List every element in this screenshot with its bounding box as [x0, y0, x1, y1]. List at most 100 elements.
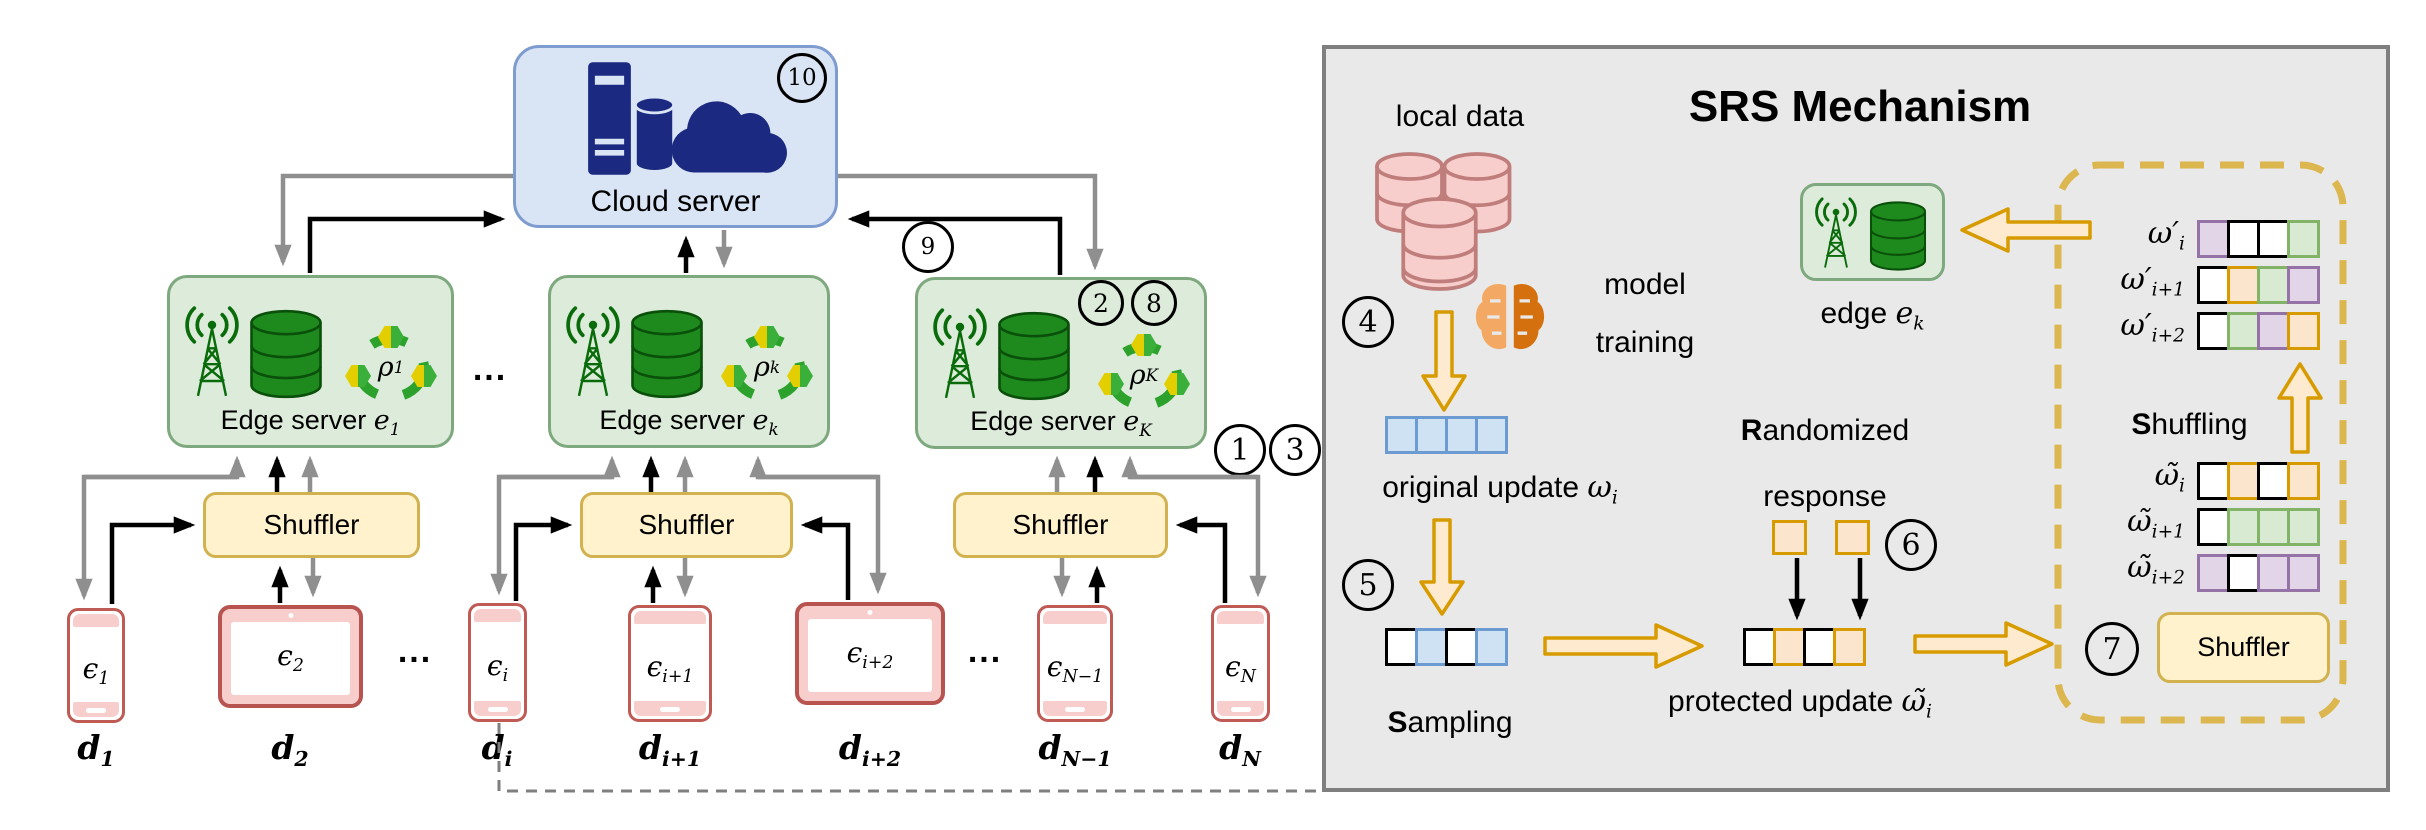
omega-tilde-i2-label: ω̃i+2 — [2127, 550, 2185, 589]
device-label: ϵN — [1225, 650, 1256, 688]
step-badge-9: 9 — [902, 221, 954, 273]
phone-home-bar — [660, 707, 680, 712]
vector-cell — [2197, 266, 2230, 304]
vector-cell — [2287, 554, 2320, 592]
arrow-epsi2-to-shuffler2 — [800, 516, 851, 600]
edge-ek-box — [1800, 183, 1945, 281]
vector-cell — [2257, 220, 2290, 258]
local-data-label: local data — [1395, 100, 1525, 133]
vector-cell — [1773, 628, 1806, 666]
tablet-screen — [808, 619, 932, 692]
vector-cell — [1743, 628, 1776, 666]
omega-tilde-i1-vector — [2197, 508, 2320, 546]
protected-update-vector — [1743, 628, 1866, 666]
vector-cell — [2287, 266, 2320, 304]
cloud-server-label: Cloud server — [590, 185, 761, 218]
database-icon — [1869, 201, 1927, 271]
vector-cell — [2257, 312, 2290, 350]
edge-server-label: Edge server e1 — [220, 405, 401, 439]
phone-home-bar — [487, 707, 508, 712]
vector-cell — [1475, 628, 1508, 666]
database-icon — [631, 309, 703, 399]
vector-cell — [2287, 220, 2320, 258]
device-epsi: ϵi — [468, 603, 527, 722]
device-label: ϵ2 — [277, 639, 304, 677]
phone-top-strip — [73, 614, 119, 627]
randomized-label-line2: response — [1763, 480, 1887, 513]
step-badge-4: 4 — [1342, 296, 1394, 348]
vector-cell — [1445, 628, 1478, 666]
srs-title: SRS Mechanism — [1688, 82, 2032, 131]
phone-top-strip — [1043, 611, 1107, 624]
sampling-label: Sampling — [1387, 706, 1513, 739]
vector-cell — [1803, 628, 1836, 666]
omega-prime-i-label: ω′i — [2147, 216, 2185, 255]
shuffler-box-1: Shuffler — [203, 492, 420, 558]
step-badge-1: 1 — [1214, 424, 1266, 476]
device-eps2: ϵ2 — [218, 605, 363, 708]
database-icon — [250, 309, 322, 399]
step-badge-7: 7 — [2085, 622, 2139, 676]
dataset-label-1: d1 — [77, 728, 115, 772]
omega-prime-i1-label: ω′i+1 — [2120, 262, 2185, 301]
vector-cell — [2227, 554, 2260, 592]
step-badge-8: 8 — [1131, 280, 1177, 326]
phone-home-bar — [1230, 707, 1251, 712]
vector-cell — [2227, 266, 2260, 304]
edge-ek-label: edge ek — [1820, 296, 1925, 335]
omega-prime-i-vector — [2197, 220, 2320, 258]
vector-cell — [2227, 220, 2260, 258]
device-label: ϵN−1 — [1046, 650, 1104, 688]
arrow-up-into-edgek — [499, 455, 621, 480]
vector-cell — [1445, 416, 1478, 454]
vector-cell — [1475, 416, 1508, 454]
sampled-vector — [1385, 628, 1508, 666]
device-epsN1: ϵN−1 — [1037, 605, 1113, 722]
phone-top-strip — [634, 611, 706, 624]
randomized-label-line1: Randomized — [1740, 414, 1910, 447]
step-badge-2: 2 — [1078, 280, 1124, 326]
step-badge-5: 5 — [1342, 559, 1394, 611]
vector-cell — [1415, 416, 1448, 454]
model-training-label-line1: model — [1604, 268, 1686, 301]
device-epsi1: ϵi+1 — [628, 605, 712, 722]
original-update-label: original update ωi — [1382, 470, 1618, 509]
arrow-up-into-edgek-right — [749, 455, 878, 480]
device-epsi2: ϵi+2 — [795, 602, 945, 705]
device-label: ϵi+2 — [846, 636, 894, 674]
arrow-cloud-to-edgeK — [838, 173, 1104, 271]
shuffler-box-2: Shuffler — [580, 492, 793, 558]
dataset-label-i: di — [481, 728, 513, 772]
vector-cell — [2287, 462, 2320, 500]
shuffling-label: Shuffling — [2131, 408, 2248, 441]
tablet-camera — [867, 610, 873, 615]
dataset-label-N: dN — [1219, 728, 1261, 772]
edge-ellipsis: ... — [472, 350, 508, 388]
vector-cell — [2287, 508, 2320, 546]
vector-cell — [2227, 508, 2260, 546]
protected-update-label: protected update ω̃i — [1668, 684, 1932, 723]
local-data-database-icon — [1375, 152, 1512, 291]
vector-cell — [1415, 628, 1448, 666]
arrow-epsN-to-shuffler3 — [1175, 516, 1228, 603]
omega-tilde-i1-label: ω̃i+1 — [2127, 504, 2185, 543]
original-update-vector — [1385, 416, 1508, 454]
edge-server-label: Edge server eK — [970, 406, 1152, 440]
model-brain-icon — [1474, 282, 1546, 351]
database-icon — [998, 311, 1070, 401]
vector-cell — [2197, 220, 2230, 258]
device-label: ϵ1 — [82, 652, 110, 690]
shuffler-box-3: Shuffler — [953, 492, 1168, 558]
device-label: ϵi — [486, 648, 509, 686]
antenna-icon — [566, 306, 620, 398]
phone-home-bar — [86, 708, 106, 713]
vector-cell — [2257, 266, 2290, 304]
omega-tilde-i2-vector — [2197, 554, 2320, 592]
arrow-epsi-to-shuffler2 — [513, 516, 573, 601]
vector-cell — [1385, 628, 1418, 666]
arrow-edge1-to-cloud — [307, 210, 506, 273]
vector-cell — [2197, 554, 2230, 592]
